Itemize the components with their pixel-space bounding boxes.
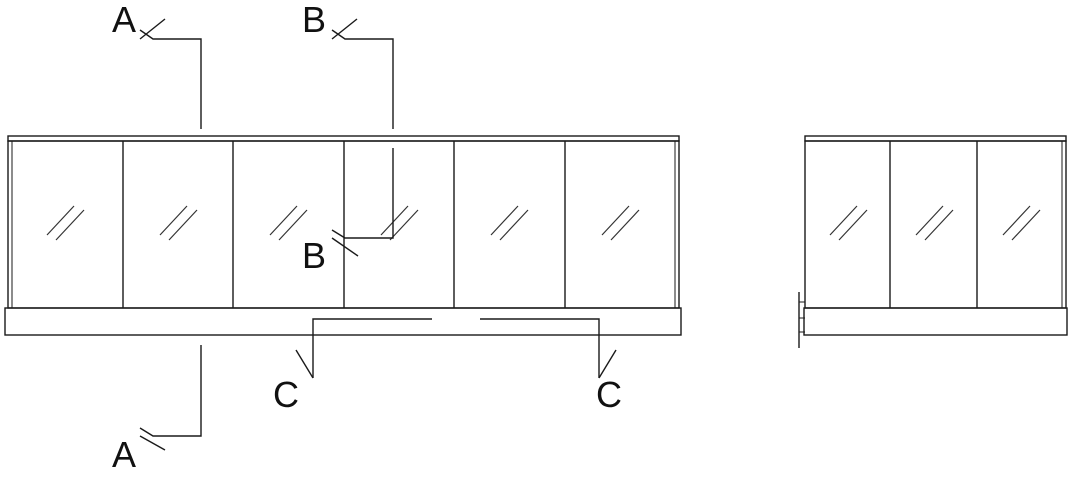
glass-hatch-2 [159,205,198,241]
section-c-right-label: C [596,374,622,415]
glass-hatch-6 [601,205,640,241]
side-elevation [798,135,1068,348]
section-b-top-label: B [302,0,326,40]
glass-hatch-1 [46,205,85,241]
main-base-sill [4,307,682,336]
side-glass-hatch-2 [915,205,954,241]
main-elevation [4,135,682,336]
section-a-bottom-label: A [112,434,136,475]
side-top-rail [804,135,1067,142]
section-b-marker: B B [302,0,394,276]
section-b-bottom-label: B [302,235,326,276]
side-glass-hatch-3 [1002,205,1041,241]
side-wall-bracket [798,292,805,348]
glass-hatch-3 [269,205,308,241]
side-base-sill [803,307,1068,336]
glass-hatch-5 [490,205,529,241]
main-top-rail [7,135,680,142]
section-a-top-label: A [112,0,136,40]
glass-hatch-4 [380,205,419,241]
section-c-left-label: C [273,374,299,415]
section-a-marker: A A [112,0,202,475]
section-c-marker: C C [273,318,622,415]
side-glass-hatch-1 [829,205,868,241]
